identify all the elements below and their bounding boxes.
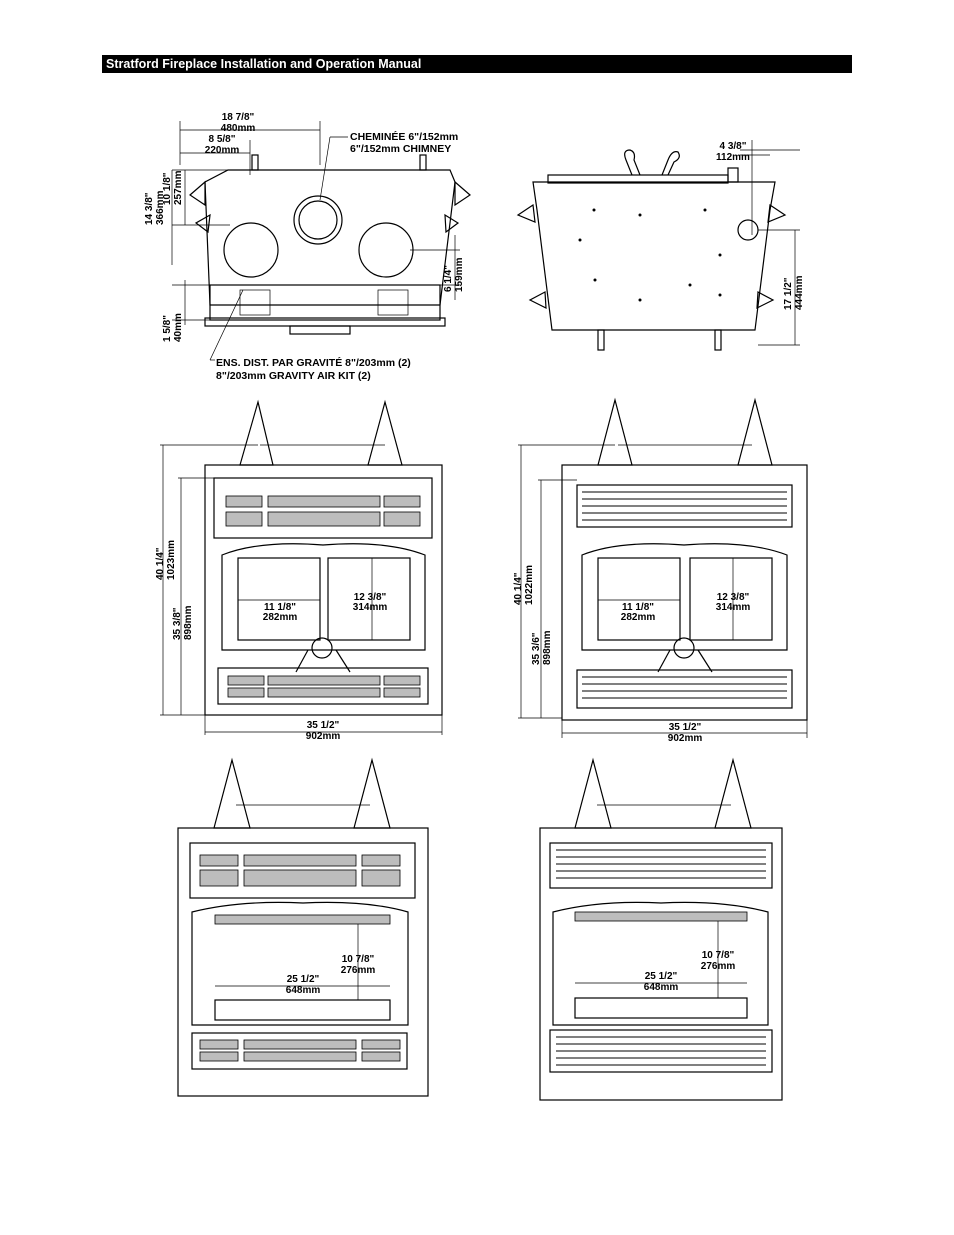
rear-height-mm: 444mm: [794, 275, 805, 310]
fb-width-in: 35 1/2": [669, 722, 702, 733]
rear-offset-in: 4 3/8": [720, 141, 747, 152]
gravity-kit-label-fr: ENS. DIST. PAR GRAVITÉ 8"/203mm (2): [216, 356, 411, 369]
top-depth1-mm: 366mm: [155, 190, 166, 225]
chimney-label-fr: CHEMINÉE 6"/152mm: [350, 130, 458, 143]
fa-glass-h-mm: 314mm: [353, 602, 388, 613]
fa-width-mm: 902mm: [306, 731, 341, 742]
fb-glass-h-mm: 314mm: [716, 602, 751, 613]
fa-total-h-mm: 1023mm: [166, 540, 177, 580]
fa-body-h-in: 35 3/8": [172, 607, 183, 640]
oa-opening-h-in: 10 7/8": [342, 954, 375, 965]
manual-header: Stratford Fireplace Installation and Ope…: [102, 55, 852, 73]
top-view-diagram: 18 7/8" 480mm 8 5/8" 220mm CHEMINÉE 6"/1…: [144, 112, 471, 382]
top-width-in: 18 7/8": [222, 112, 255, 123]
ob-opening-w-mm: 648mm: [644, 982, 679, 993]
front-view-a-diagram: 11 1/8" 282mm 12 3/8" 314mm 40 1/4" 1023…: [155, 399, 443, 742]
top-depth2-mm: 257mm: [173, 170, 184, 205]
rear-view-diagram: 4 3/8" 112mm 17 1/2" 444mm: [516, 140, 805, 351]
top-front-mm: 40mm: [173, 313, 184, 342]
fb-width-mm: 902mm: [668, 733, 703, 744]
ob-opening-h-in: 10 7/8": [702, 950, 735, 961]
fa-total-h-in: 40 1/4": [155, 547, 166, 580]
top-width-mm: 480mm: [221, 123, 256, 134]
fb-total-h-in: 40 1/4": [513, 572, 524, 605]
oa-opening-h-mm: 276mm: [341, 965, 376, 976]
top-depth1-in: 14 3/8": [144, 192, 155, 225]
top-side-mm: 159mm: [454, 257, 465, 292]
open-view-b-diagram: 25 1/2" 648mm 10 7/8" 276mm: [539, 757, 783, 1101]
oa-opening-w-mm: 648mm: [286, 985, 321, 996]
fa-glass-w-mm: 282mm: [263, 612, 298, 623]
fa-width-in: 35 1/2": [307, 720, 340, 731]
ob-opening-h-mm: 276mm: [701, 961, 736, 972]
front-view-b-diagram: 11 1/8" 282mm 12 3/8" 314mm 40 1/4" 1022…: [513, 397, 808, 744]
chimney-label-en: 6"/152mm CHIMNEY: [350, 143, 451, 155]
fb-glass-w-mm: 282mm: [621, 612, 656, 623]
fb-body-h-mm: 898mm: [542, 630, 553, 665]
fb-total-h-mm: 1022mm: [524, 565, 535, 605]
open-view-a-diagram: 25 1/2" 648mm 10 7/8" 276mm: [177, 757, 429, 1097]
fb-glass-w-in: 11 1/8": [622, 602, 654, 613]
top-offset-mm: 220mm: [205, 145, 240, 156]
ob-opening-w-in: 25 1/2": [645, 971, 678, 982]
oa-opening-w-in: 25 1/2": [287, 974, 320, 985]
top-side-in: 6 1/4": [443, 265, 454, 292]
top-depth2-in: 10 1/8": [162, 172, 173, 205]
fa-glass-h-in: 12 3/8": [354, 592, 387, 603]
rear-offset-mm: 112mm: [716, 152, 750, 163]
top-offset-in: 8 5/8": [209, 134, 236, 145]
fa-glass-w-in: 11 1/8": [264, 602, 296, 613]
rear-height-in: 17 1/2": [783, 277, 794, 310]
fa-body-h-mm: 898mm: [183, 605, 194, 640]
top-front-in: 1 5/8": [162, 315, 173, 342]
fb-glass-h-in: 12 3/8": [717, 592, 750, 603]
fb-body-h-in: 35 3/6": [531, 632, 542, 665]
gravity-kit-label-en: 8"/203mm GRAVITY AIR KIT (2): [216, 370, 371, 382]
